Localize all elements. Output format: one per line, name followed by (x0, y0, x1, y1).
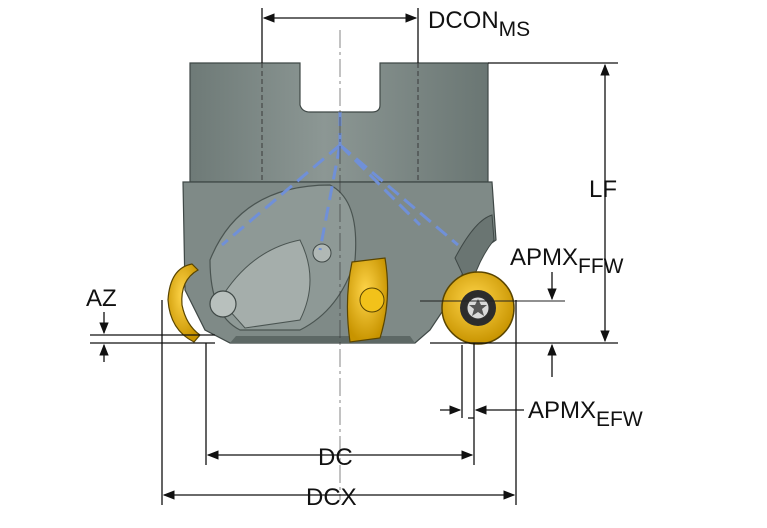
dc-label: DC (318, 444, 353, 471)
apmx-ffw-label: APMXFFW (510, 244, 624, 278)
insert-center (346, 257, 389, 343)
dcx-label: DCX (306, 484, 357, 511)
az-label: AZ (86, 285, 117, 312)
dcon-label: DCONMS (428, 7, 530, 41)
screw-hole (209, 290, 237, 318)
apmx-efw-label: APMXEFW (528, 397, 643, 431)
lf-label: LF (589, 176, 617, 203)
insert-right (441, 271, 515, 345)
cutter-body (182, 62, 497, 344)
coolant-hole (312, 243, 332, 263)
